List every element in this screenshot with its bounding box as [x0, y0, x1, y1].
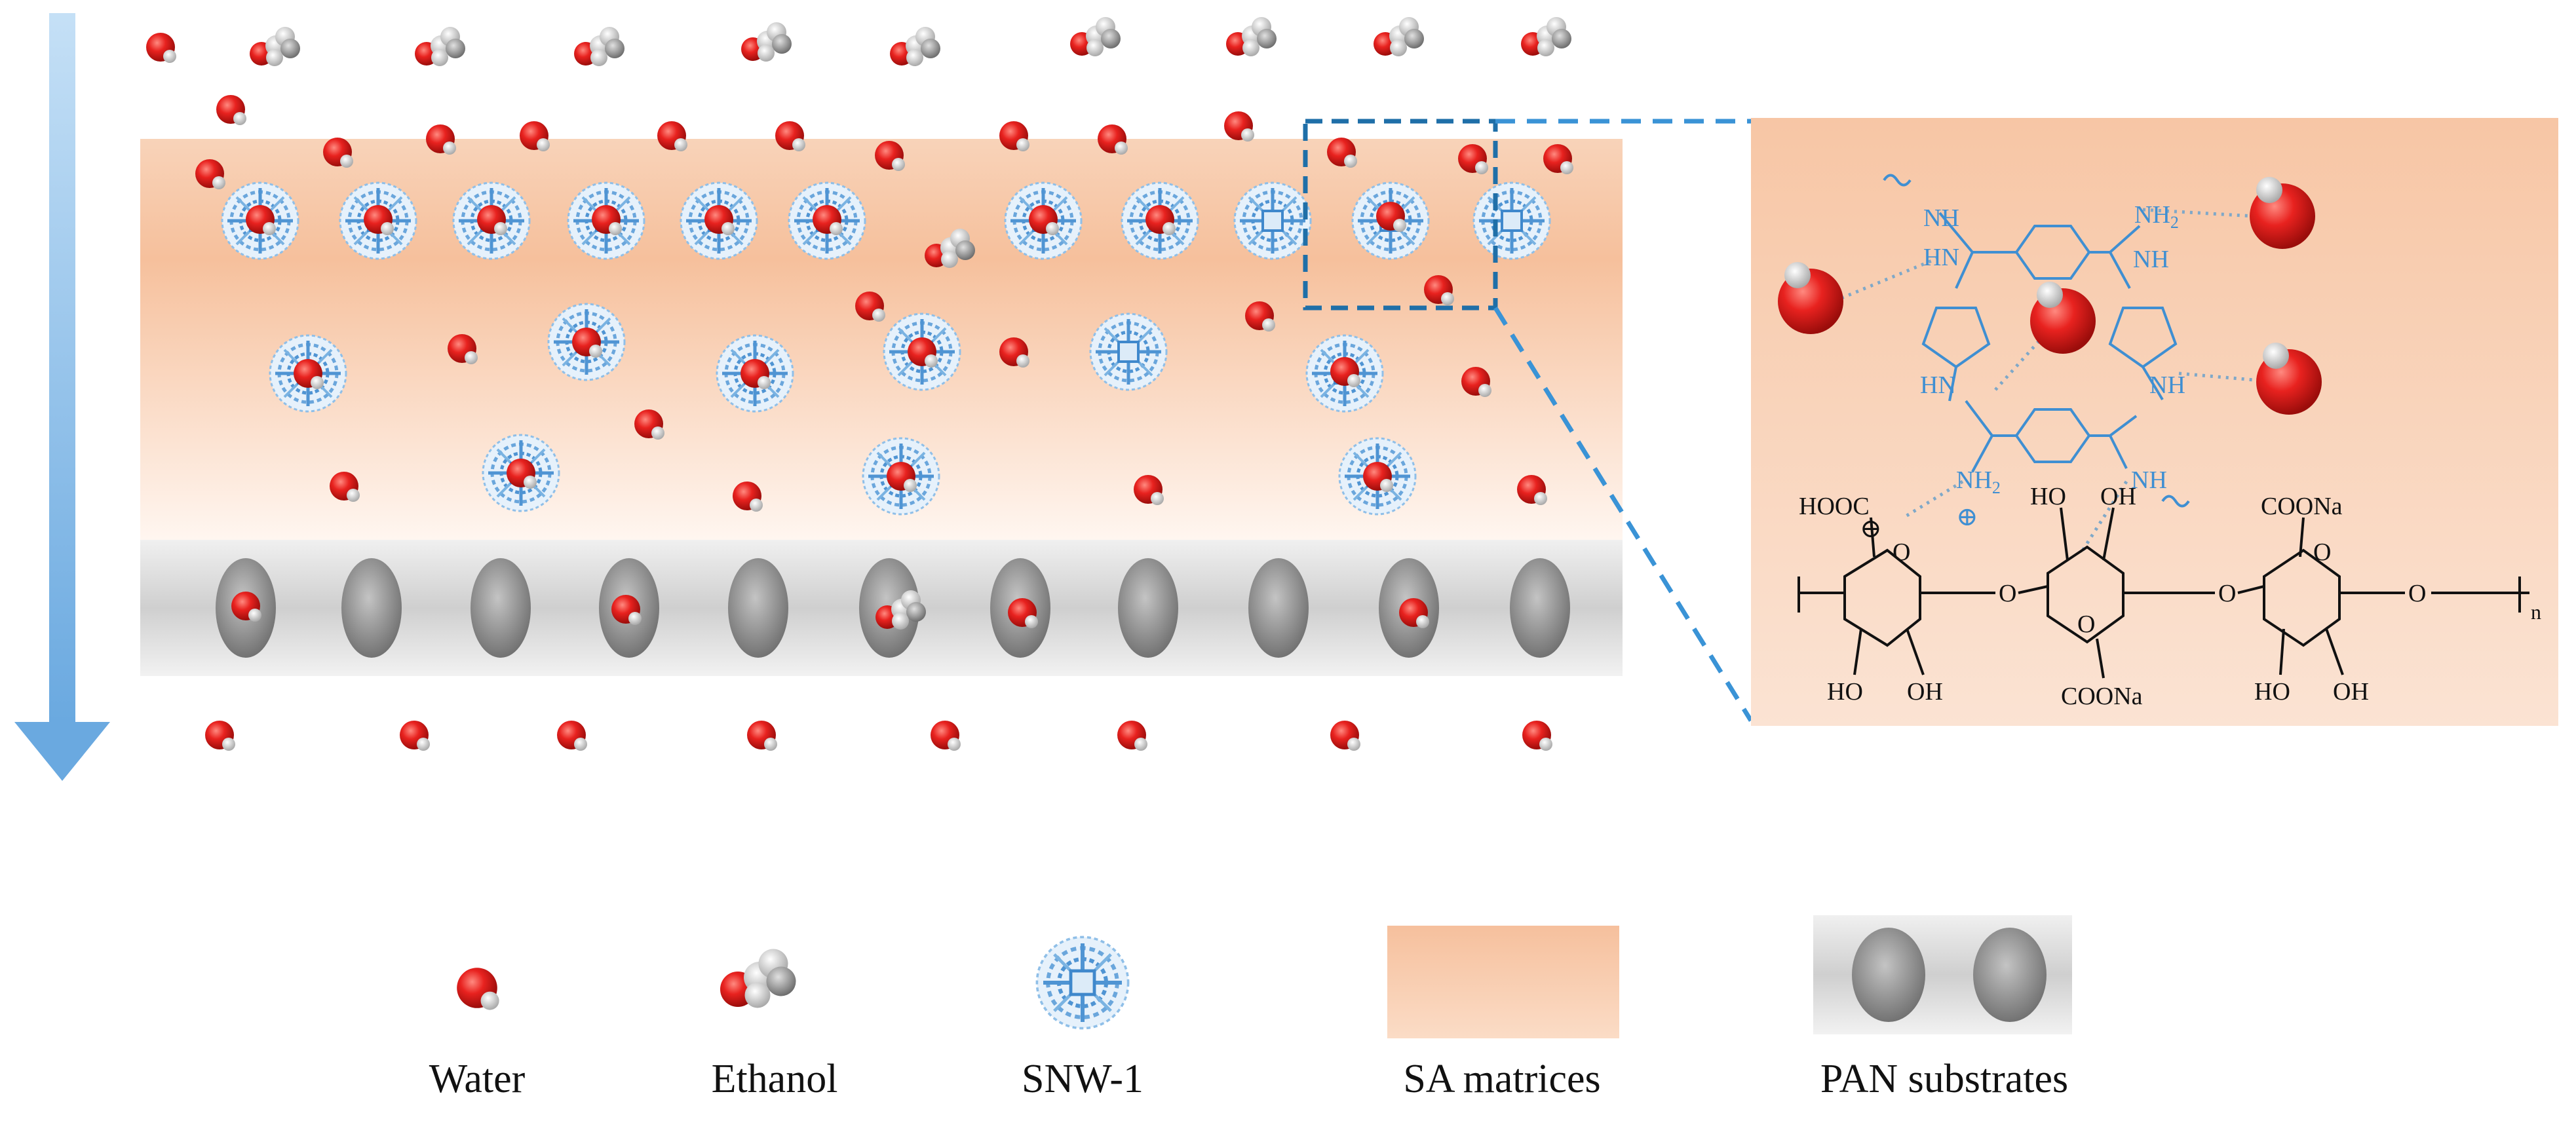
chemical-structure-panel: NH NH2 HN NH HN NH NH2 ⊕ NH HOOC ⊖ COONa… — [1751, 118, 2558, 726]
label-ho-c: HO — [2254, 678, 2290, 706]
label-nh-d: NH — [2131, 466, 2167, 494]
label-hooc: HOOC — [1799, 493, 1870, 520]
label-o-f: O — [2408, 580, 2426, 607]
label-nh-a: NH — [1923, 204, 1959, 232]
label-o-c: O — [2077, 611, 2095, 638]
snw-structure — [1883, 174, 2190, 508]
permeation-arrow — [14, 13, 110, 781]
legend-ethanol-icon — [720, 949, 796, 1008]
legend-snw-label: SNW-1 — [1022, 1057, 1144, 1101]
label-minus: ⊖ — [1860, 514, 1882, 543]
label-nh-c: NH — [2149, 371, 2185, 399]
label-coona-a: COONa — [2261, 493, 2343, 520]
label-o-e: O — [2313, 539, 2331, 566]
label-o-a: O — [1893, 539, 1910, 566]
zoom-callout — [1303, 119, 1753, 722]
legend-water-label: Water — [429, 1057, 526, 1101]
legend-sa-label: SA matrices — [1403, 1057, 1601, 1101]
legend-pan-label: PAN substrates — [1820, 1057, 2069, 1101]
alginate-structure — [1797, 507, 2529, 679]
label-coona-b: COONa — [2061, 683, 2143, 710]
label-nh2-a: NH2 — [2134, 201, 2179, 232]
label-oh-b: OH — [1907, 678, 1943, 706]
label-o-d: O — [2218, 580, 2236, 607]
label-nh2-b: NH2 — [1956, 466, 2001, 497]
snw-labels: NH NH2 HN NH HN NH NH2 ⊕ NH — [1920, 201, 2185, 531]
legend-water-icon — [457, 968, 499, 1010]
label-n-subscript: n — [2531, 600, 2541, 624]
label-hn-b: HN — [1920, 371, 1956, 399]
hydrogen-bonds — [1841, 208, 2255, 555]
label-oh-a: OH — [2100, 483, 2136, 510]
alginate-labels: HOOC ⊖ COONa HO OH O O O O O O n HO OH C… — [1799, 483, 2541, 710]
label-plus: ⊕ — [1956, 502, 1978, 531]
label-ho-a: HO — [2030, 483, 2066, 510]
legend-ethanol-label: Ethanol — [711, 1057, 838, 1101]
label-oh-c: OH — [2333, 678, 2369, 706]
label-nh-b: NH — [2133, 246, 2169, 273]
label-ho-b: HO — [1827, 678, 1863, 706]
legend-snw-icon — [1037, 937, 1128, 1028]
label-o-b: O — [1999, 580, 2016, 607]
legend-pan-swatch — [1813, 915, 2072, 1034]
legend — [457, 915, 2072, 1038]
label-hn-a: HN — [1923, 244, 1959, 271]
legend-sa-swatch — [1387, 926, 1619, 1038]
